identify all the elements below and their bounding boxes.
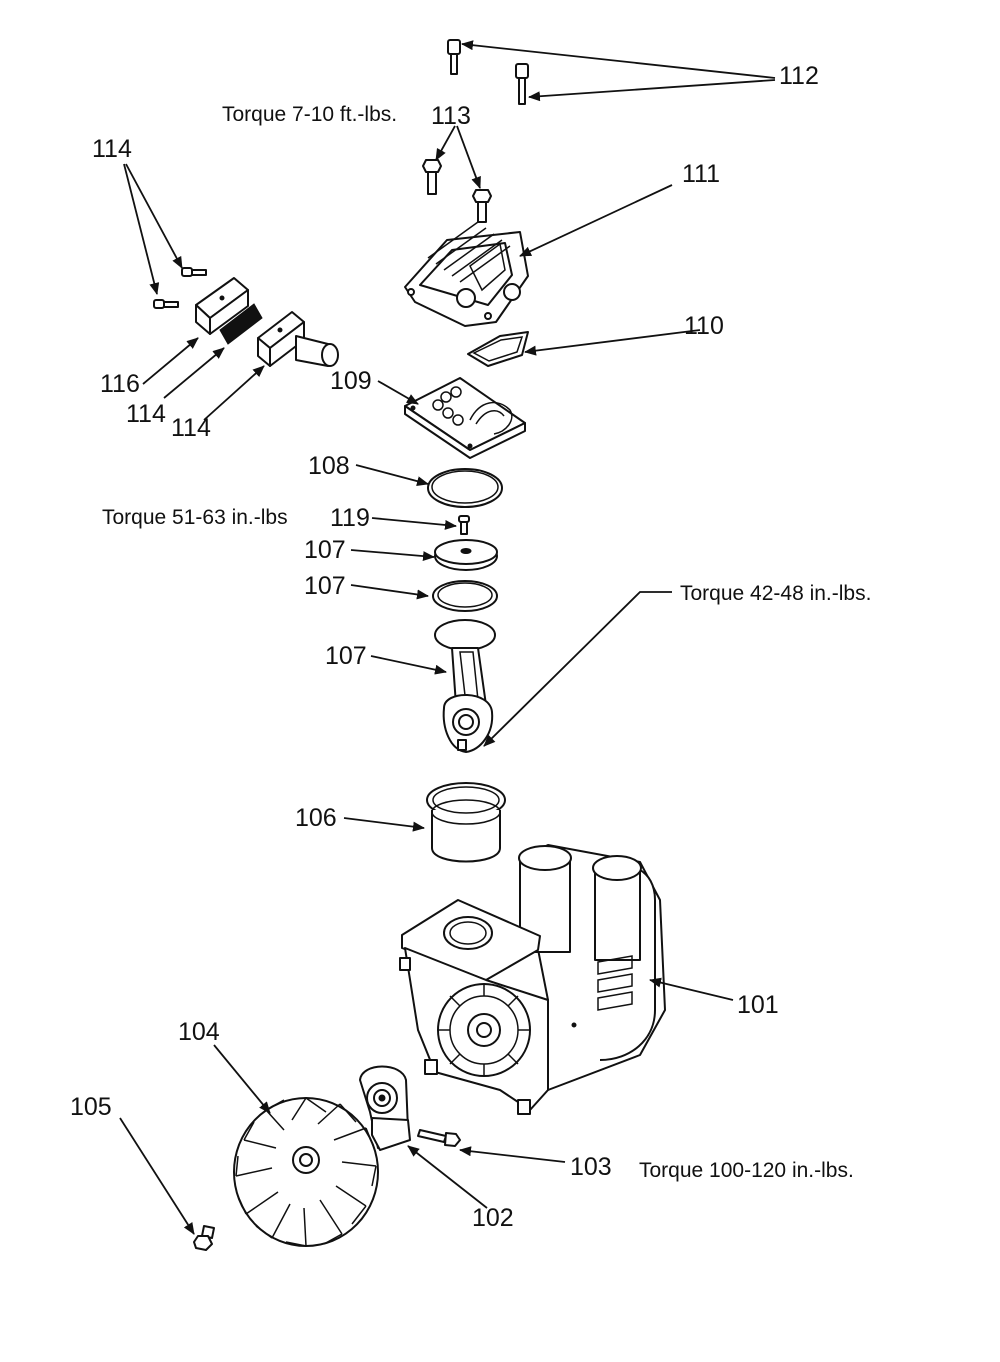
label-109: 109 [330,367,372,395]
part-107-ring [432,580,498,612]
part-109-valve-plate [404,377,526,459]
label-114-screws: 114 [92,135,132,163]
label-107-retainer: 107 [304,536,346,564]
label-102: 102 [472,1204,514,1232]
leader-lines [119,40,776,1235]
part-119-screw [458,515,470,535]
label-113: 113 [431,102,471,130]
part-112-studs [447,39,529,105]
label-114-housing: 114 [171,414,211,442]
part-116-filter-cover [195,277,249,335]
part-105-screw [193,1225,215,1251]
part-113-bolts [422,159,492,223]
label-116: 116 [100,370,140,398]
part-107-connecting-rod [434,619,496,753]
part-108-o-ring [427,468,503,508]
label-111: 111 [682,160,720,188]
label-107-rod: 107 [325,642,367,670]
part-103-bolt [417,1129,461,1147]
part-114-filter-element [219,303,263,345]
label-101: 101 [737,991,779,1019]
part-111-cylinder-head [404,221,529,327]
torque-note-eccentric-bolt: Torque 100-120 in.-lbs. [639,1159,854,1182]
part-102-eccentric [359,1065,411,1151]
label-112: 112 [779,62,819,90]
label-107-ring: 107 [304,572,346,600]
label-108: 108 [308,452,350,480]
part-106-cylinder-sleeve [426,782,506,863]
callout-labels: 112 113 111 110 109 108 119 107 107 107 … [70,62,819,1232]
label-110: 110 [684,312,724,340]
label-103: 103 [570,1153,612,1181]
part-114-filter-housing [257,311,339,367]
part-107-retainer [434,539,498,571]
torque-note-connecting-rod: Torque 42-48 in.-lbs. [680,582,871,605]
part-114-screws [153,267,207,309]
label-106: 106 [295,804,337,832]
torque-note-piston-screw: Torque 51-63 in.-lbs [102,506,288,529]
torque-notes: Torque 7-10 ft.-lbs. Torque 51-63 in.-lb… [102,103,871,1182]
torque-note-head-bolts: Torque 7-10 ft.-lbs. [222,103,397,126]
part-110-gasket [467,331,529,367]
label-119: 119 [330,504,370,532]
part-104-fan [233,1097,379,1247]
label-114-element: 114 [126,400,166,428]
label-104: 104 [178,1018,220,1046]
part-101-motor-crankcase [399,844,666,1115]
label-105: 105 [70,1093,112,1121]
